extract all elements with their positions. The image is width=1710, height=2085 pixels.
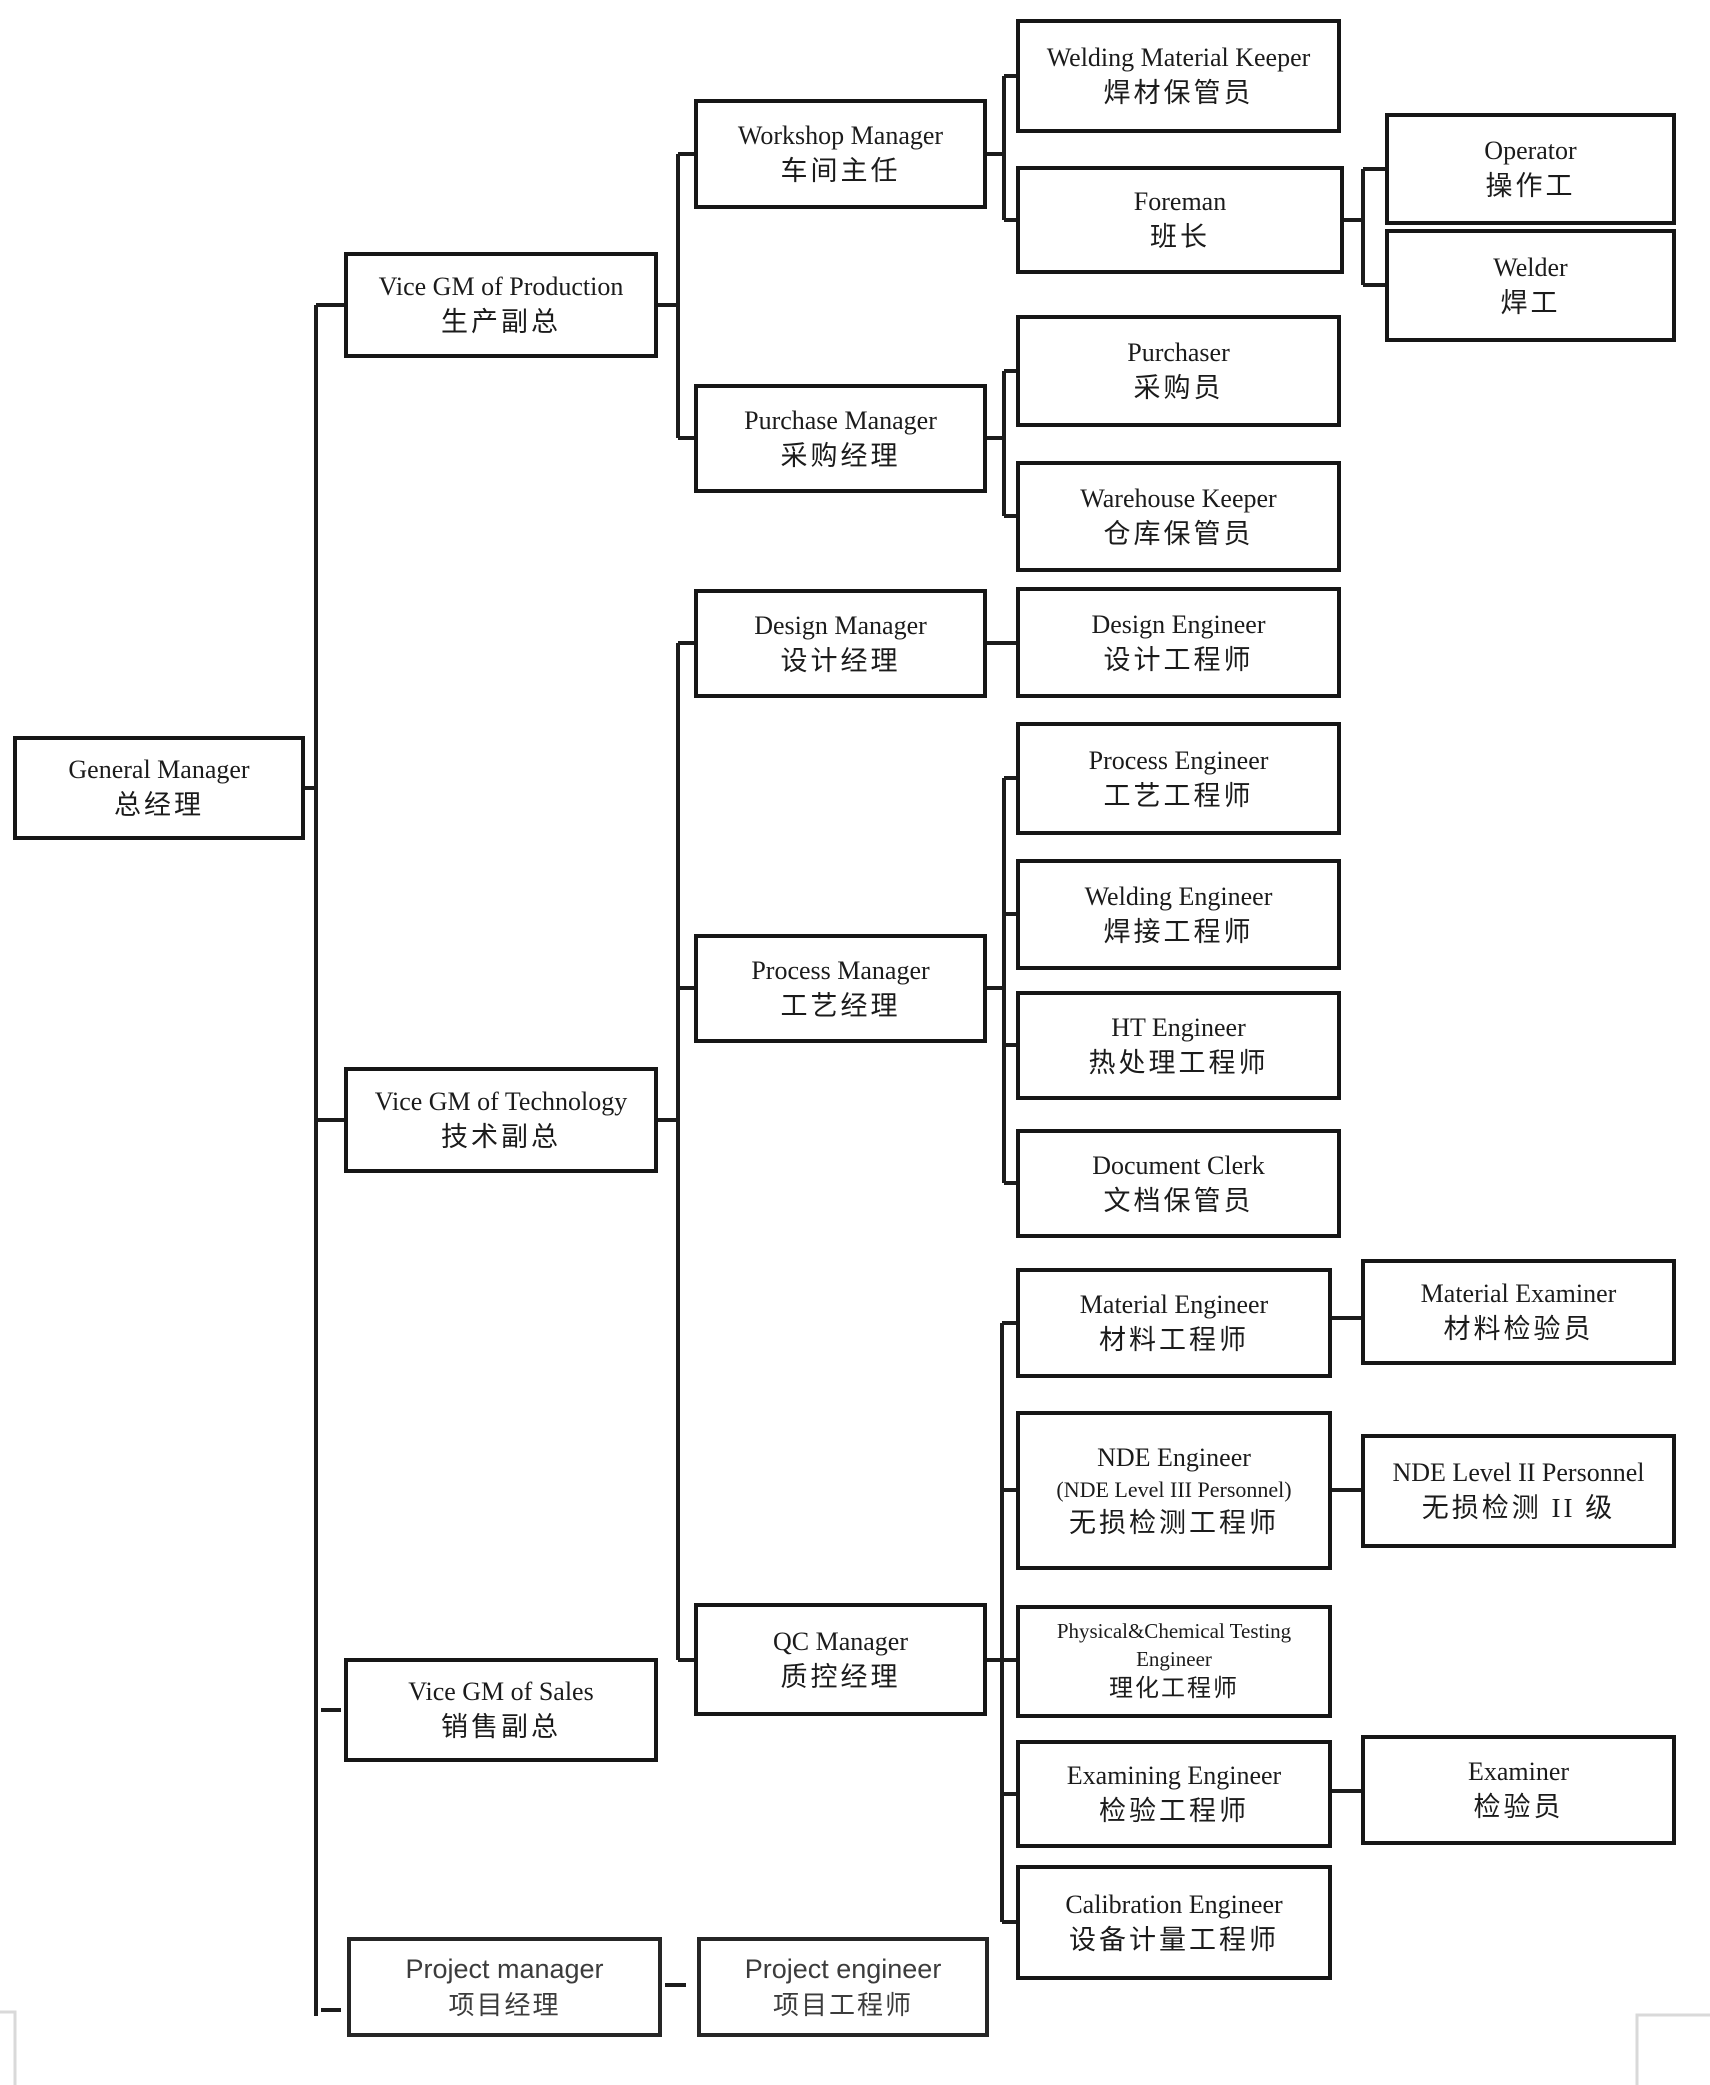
org-node-label: 焊工 <box>1500 287 1561 318</box>
org-node-foreman: Foreman 班长 <box>1016 166 1344 274</box>
org-node-examiner: Examiner 检验员 <box>1361 1735 1676 1845</box>
org-node-label: Vice GM of Technology <box>374 1087 628 1117</box>
org-node-project-manager: Project manager 项目经理 <box>347 1937 662 2037</box>
org-node-label: 焊材保管员 <box>1103 78 1254 109</box>
org-node-vgm-production: Vice GM of Production 生产副总 <box>344 252 658 358</box>
org-node-qc-manager: QC Manager 质控经理 <box>694 1603 987 1716</box>
org-node-label: Material Engineer <box>1079 1290 1269 1320</box>
org-node-label: 材料检验员 <box>1443 1314 1594 1345</box>
org-node-label: 设备计量工程师 <box>1069 1924 1279 1955</box>
org-node-label: 班长 <box>1150 222 1210 253</box>
org-node-label: Material Examiner <box>1420 1279 1617 1309</box>
org-node-design-manager: Design Manager 设计经理 <box>694 589 987 698</box>
org-node-material-examiner: Material Examiner 材料检验员 <box>1361 1259 1676 1365</box>
org-node-label: Workshop Manager <box>737 121 944 151</box>
org-node-label: Vice GM of Production <box>378 272 624 302</box>
org-node-vgm-sales: Vice GM of Sales 销售副总 <box>344 1658 658 1762</box>
org-node-label: Purchase Manager <box>744 405 937 435</box>
org-node-label: General Manager <box>68 755 250 785</box>
org-node-label: Welding Material Keeper <box>1046 43 1311 73</box>
page-corner-mark-bottom-left <box>0 2010 17 2085</box>
org-node-label: 无损检测工程师 <box>1069 1508 1279 1539</box>
org-node-examining-engineer: Examining Engineer 检验工程师 <box>1016 1740 1332 1848</box>
org-node-vgm-technology: Vice GM of Technology 技术副总 <box>344 1067 658 1173</box>
org-node-label: Examining Engineer <box>1066 1761 1282 1791</box>
org-node-label: 无损检测 II 级 <box>1421 1493 1616 1524</box>
org-node-label: 技术副总 <box>441 1122 561 1153</box>
org-node-welder: Welder 焊工 <box>1385 229 1676 342</box>
org-node-purchase-manager: Purchase Manager 采购经理 <box>694 384 987 493</box>
org-node-project-engineer: Project engineer 项目工程师 <box>697 1937 989 2037</box>
org-node-label: 项目工程师 <box>772 1989 913 2020</box>
org-node-label: Process Manager <box>751 955 930 985</box>
org-node-document-clerk: Document Clerk 文档保管员 <box>1016 1129 1341 1238</box>
org-node-workshop-manager: Workshop Manager 车间主任 <box>694 99 987 209</box>
connector-group <box>305 74 1385 2016</box>
org-node-label: HT Engineer <box>1111 1012 1246 1042</box>
org-node-label: QC Manager <box>772 1626 908 1656</box>
org-node-label: Document Clerk <box>1092 1150 1265 1180</box>
org-node-label: 项目经理 <box>448 1989 561 2020</box>
org-node-label: Purchaser <box>1127 338 1230 368</box>
org-node-label: NDE Engineer <box>1097 1442 1251 1472</box>
org-node-label: 材料工程师 <box>1099 1325 1249 1356</box>
org-node-label: 车间主任 <box>780 156 901 187</box>
org-node-nde-engineer: NDE Engineer (NDE Level III Personnel) 无损检… <box>1016 1411 1332 1570</box>
org-node-label: 质控经理 <box>780 1661 901 1692</box>
org-node-label: Vice GM of Sales <box>408 1677 594 1707</box>
org-node-label: 采购员 <box>1133 373 1224 404</box>
org-node-label: 文档保管员 <box>1103 1185 1254 1216</box>
org-node-general-manager: General Manager 总经理 <box>13 736 305 840</box>
org-node-label: 采购经理 <box>780 440 901 471</box>
org-node-label: Foreman <box>1133 187 1227 217</box>
org-node-operator: Operator 操作工 <box>1385 113 1676 225</box>
org-node-label: Project engineer <box>744 1954 942 1985</box>
org-node-design-engineer: Design Engineer 设计工程师 <box>1016 587 1341 698</box>
org-node-label: Calibration Engineer <box>1065 1889 1283 1919</box>
org-node-label: 检验员 <box>1473 1792 1564 1823</box>
org-node-label: Welding Engineer <box>1084 881 1273 911</box>
org-node-label: NDE Level II Personnel <box>1392 1458 1645 1488</box>
org-node-label: Design Manager <box>754 610 927 640</box>
org-node-warehouse-keeper: Warehouse Keeper 仓库保管员 <box>1016 461 1341 572</box>
org-node-label: Project manager <box>405 1954 604 1985</box>
org-node-label: 工艺经理 <box>780 990 901 1021</box>
org-node-label: Engineer <box>1136 1647 1212 1672</box>
org-node-nde-level2-personnel: NDE Level II Personnel 无损检测 II 级 <box>1361 1434 1676 1548</box>
org-node-label: Welder <box>1493 252 1568 282</box>
org-node-label: 设计经理 <box>780 645 901 676</box>
org-node-label: Warehouse Keeper <box>1080 483 1277 513</box>
org-node-label: 工艺工程师 <box>1103 780 1254 811</box>
org-node-label: 理化工程师 <box>1109 1676 1239 1703</box>
org-node-ht-engineer: HT Engineer 热处理工程师 <box>1016 991 1341 1100</box>
org-node-label: (NDE Level III Personnel) <box>1056 1476 1292 1502</box>
org-node-label: Physical&Chemical Testing <box>1056 1619 1292 1644</box>
org-node-label: 检验工程师 <box>1099 1796 1249 1827</box>
org-node-label: Operator <box>1484 136 1577 166</box>
org-node-label: Examiner <box>1467 1757 1570 1787</box>
org-node-welding-material-keeper: Welding Material Keeper 焊材保管员 <box>1016 19 1341 133</box>
org-node-label: 仓库保管员 <box>1103 518 1254 549</box>
page-corner-mark-bottom-right <box>1635 2013 1710 2085</box>
org-node-process-manager: Process Manager 工艺经理 <box>694 934 987 1043</box>
org-node-label: 生产副总 <box>441 307 561 338</box>
org-node-label: Process Engineer <box>1088 745 1269 775</box>
org-node-welding-engineer: Welding Engineer 焊接工程师 <box>1016 859 1341 970</box>
org-node-label: 销售副总 <box>441 1712 561 1743</box>
org-node-material-engineer: Material Engineer 材料工程师 <box>1016 1268 1332 1378</box>
org-node-purchaser: Purchaser 采购员 <box>1016 315 1341 427</box>
org-node-calibration-engineer: Calibration Engineer 设备计量工程师 <box>1016 1865 1332 1980</box>
org-node-label: 焊接工程师 <box>1103 916 1254 947</box>
org-node-label: 设计工程师 <box>1103 644 1254 675</box>
org-node-label: 操作工 <box>1485 171 1576 202</box>
org-node-label: 总经理 <box>114 790 204 821</box>
org-node-label: 热处理工程师 <box>1088 1047 1269 1078</box>
org-node-label: Design Engineer <box>1091 609 1266 639</box>
org-node-process-engineer: Process Engineer 工艺工程师 <box>1016 722 1341 835</box>
